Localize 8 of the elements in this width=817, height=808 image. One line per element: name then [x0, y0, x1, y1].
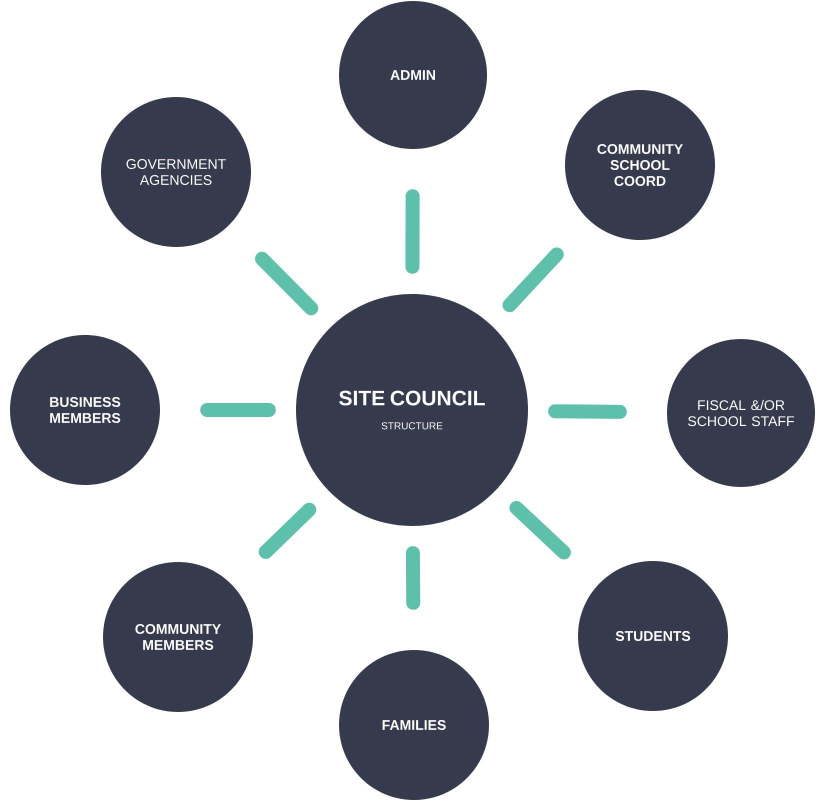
connector-bar — [258, 502, 316, 559]
connector-bar — [255, 252, 318, 316]
connector-bar — [406, 546, 420, 610]
connector-bar — [405, 189, 420, 274]
connector-bar — [509, 500, 571, 560]
connector-bar — [502, 247, 564, 312]
connector-bar — [548, 404, 627, 419]
connector-bar — [200, 403, 276, 417]
